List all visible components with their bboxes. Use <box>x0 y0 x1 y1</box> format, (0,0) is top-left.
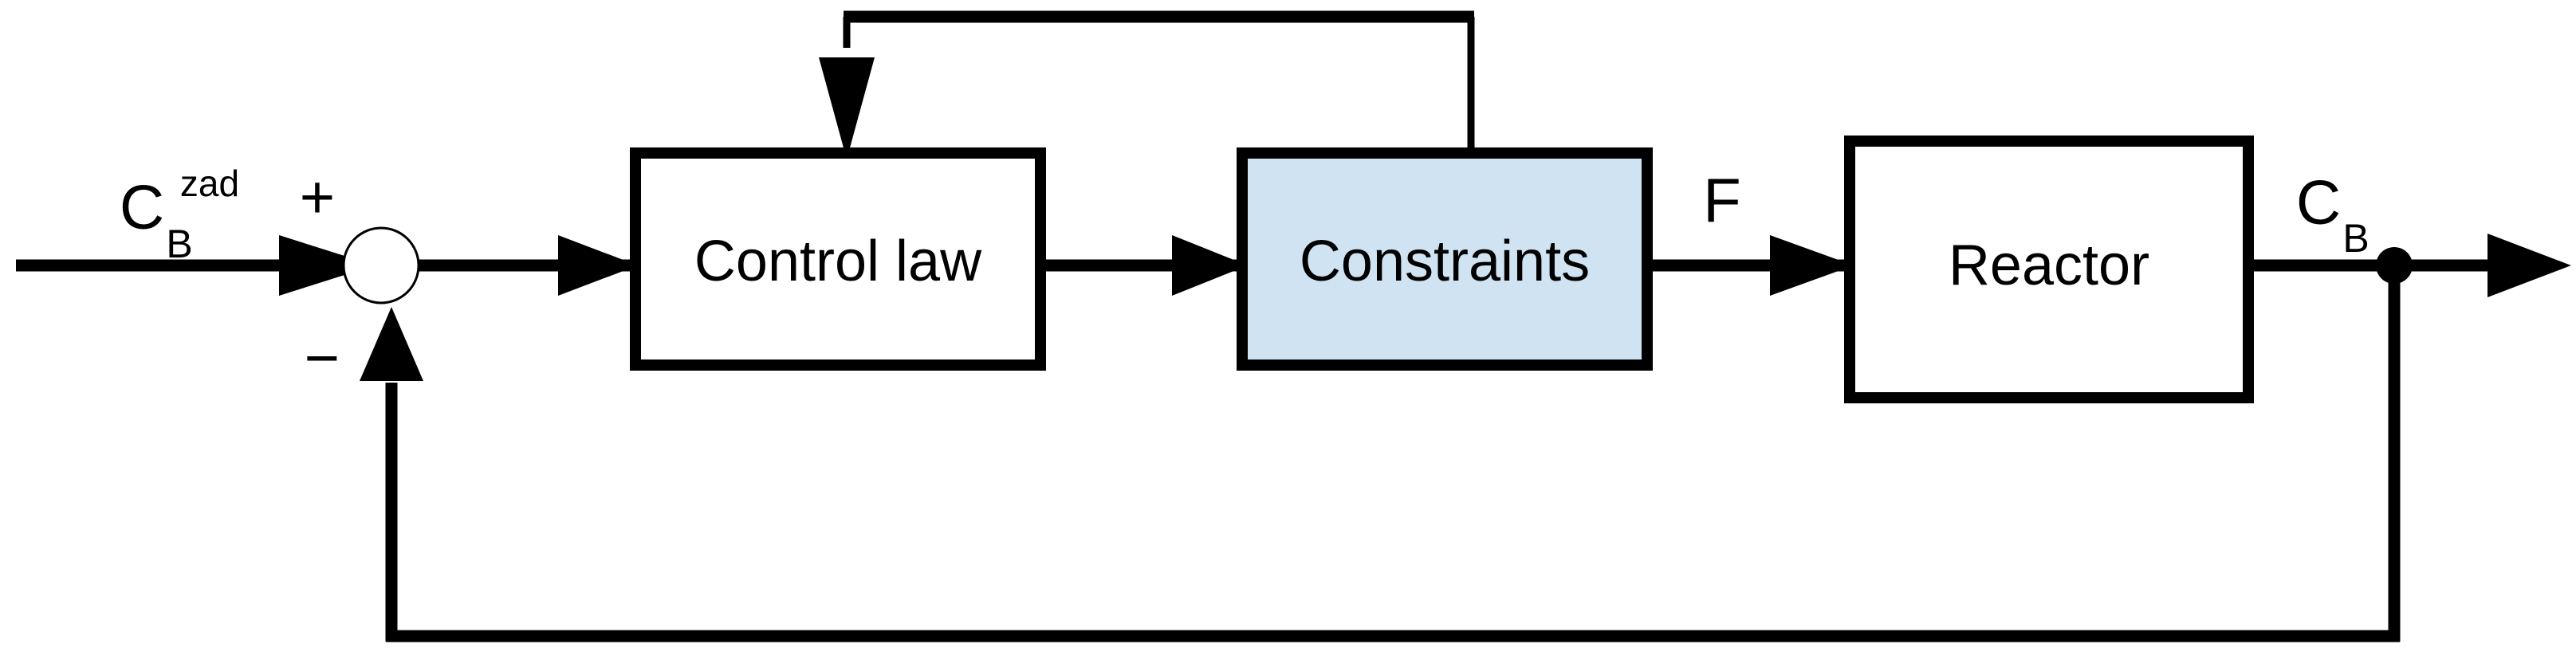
setpoint-label-superscript: zad <box>180 163 239 204</box>
arrowhead-feedforward-into-control-law <box>819 57 875 159</box>
output-label-base: C <box>2296 167 2341 238</box>
block-constraints-label: Constraints <box>1300 230 1590 293</box>
block-reactor-label: Reactor <box>1949 234 2149 297</box>
block-control-law[interactable] <box>630 147 1046 371</box>
summing-junction-minus-sign: − <box>305 324 340 392</box>
arrowhead-into-constraints <box>1172 235 1248 296</box>
block-control-law-label: Control law <box>694 230 982 293</box>
arrowhead-feedback-into-sum <box>360 307 423 381</box>
arrowhead-into-control-law <box>558 235 638 296</box>
arrowhead-output <box>2488 234 2571 297</box>
output-label-subscript: B <box>2342 216 2369 261</box>
arrowhead-into-reactor <box>1770 235 1854 296</box>
summing-junction-plus-sign: + <box>300 163 335 231</box>
summing-junction[interactable] <box>342 226 420 304</box>
block-constraints[interactable] <box>1237 147 1653 371</box>
block-reactor[interactable] <box>1844 136 2254 403</box>
arrowhead-setpoint-into-sum <box>279 235 375 296</box>
setpoint-label-base: C <box>120 172 164 242</box>
manipulated-variable-label: F <box>1703 166 1741 236</box>
setpoint-label-subscript: B <box>166 222 192 266</box>
